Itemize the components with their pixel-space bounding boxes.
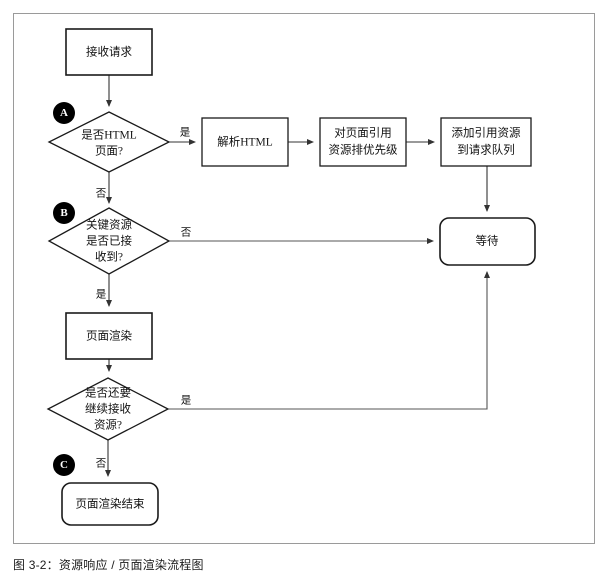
node-end[interactable]: 页面渲染结束 — [61, 482, 159, 526]
step-marker-a: A — [53, 102, 75, 124]
node-end-label: 页面渲染结束 — [76, 497, 145, 511]
step-marker-b: B — [53, 202, 75, 224]
node-decision-more-resources-label-line1: 是否还要 — [85, 387, 131, 400]
node-decision-is-html-label-line2: 页面? — [95, 146, 123, 158]
node-enqueue-resources-label-line1: 添加引用资源 — [452, 126, 521, 140]
node-render-page[interactable]: 页面渲染 — [65, 312, 153, 360]
node-group: 接收请求 是否HTML 页面? 解析HTML 对页面引用 资源排优先级 — [46, 28, 536, 526]
node-prioritize-resources-label-line2: 资源排优先级 — [329, 143, 398, 157]
figure-caption: 图 3-2：资源响应 / 页面渲染流程图 — [13, 558, 204, 572]
node-decision-is-html[interactable]: 是否HTML 页面? — [47, 111, 171, 173]
edge-group: parse_html --> decision_key_res --> wait… — [105, 75, 490, 477]
node-decision-key-resource-label-line1: 关键资源 — [86, 218, 132, 232]
node-start-label: 接收请求 — [86, 45, 132, 59]
edge-more-yes-to-wait — [168, 271, 490, 410]
step-marker-group: A B C — [53, 102, 75, 476]
node-prioritize-resources-label-line1: 对页面引用 — [334, 126, 392, 140]
step-marker-c: C — [53, 454, 75, 476]
node-start[interactable]: 接收请求 — [65, 28, 153, 76]
node-enqueue-resources-label-line2: 到请求队列 — [457, 143, 515, 157]
node-wait-label: 等待 — [476, 234, 499, 248]
node-decision-more-resources[interactable]: 是否还要 继续接收 资源? — [46, 377, 170, 441]
node-decision-key-resource[interactable]: 关键资源 是否已接 收到? — [47, 207, 171, 275]
flowchart-canvas: parse_html --> decision_key_res --> wait… — [46, 28, 536, 526]
node-decision-key-resource-label-line2: 是否已接 — [86, 235, 132, 248]
node-wait[interactable]: 等待 — [439, 217, 536, 266]
edge-label-html-no: 否 — [96, 187, 107, 199]
edge-label-key-no: 否 — [181, 226, 192, 238]
step-marker-b-letter: B — [60, 207, 68, 219]
edge-label-key-yes: 是 — [96, 288, 107, 300]
node-prioritize-resources[interactable]: 对页面引用 资源排优先级 — [319, 117, 407, 167]
node-decision-is-html-label-line1: 是否HTML — [81, 129, 137, 142]
node-parse-html[interactable]: 解析HTML — [201, 117, 289, 167]
step-marker-a-letter: A — [60, 107, 68, 119]
node-decision-key-resource-label-line3: 收到? — [95, 250, 123, 264]
node-decision-more-resources-label-line2: 继续接收 — [85, 402, 131, 416]
node-enqueue-resources[interactable]: 添加引用资源 到请求队列 — [440, 117, 532, 167]
step-marker-c-letter: C — [60, 459, 68, 471]
edge-label-more-yes: 是 — [181, 394, 192, 406]
node-render-page-label: 页面渲染 — [86, 329, 132, 343]
node-decision-more-resources-label-line3: 资源? — [94, 418, 122, 432]
edge-label-html-yes: 是 — [180, 126, 191, 138]
edge-label-more-no: 否 — [96, 457, 107, 469]
edge-label-group: 是 否 否 是 是 否 — [96, 126, 192, 469]
node-parse-html-label: 解析HTML — [217, 135, 273, 149]
